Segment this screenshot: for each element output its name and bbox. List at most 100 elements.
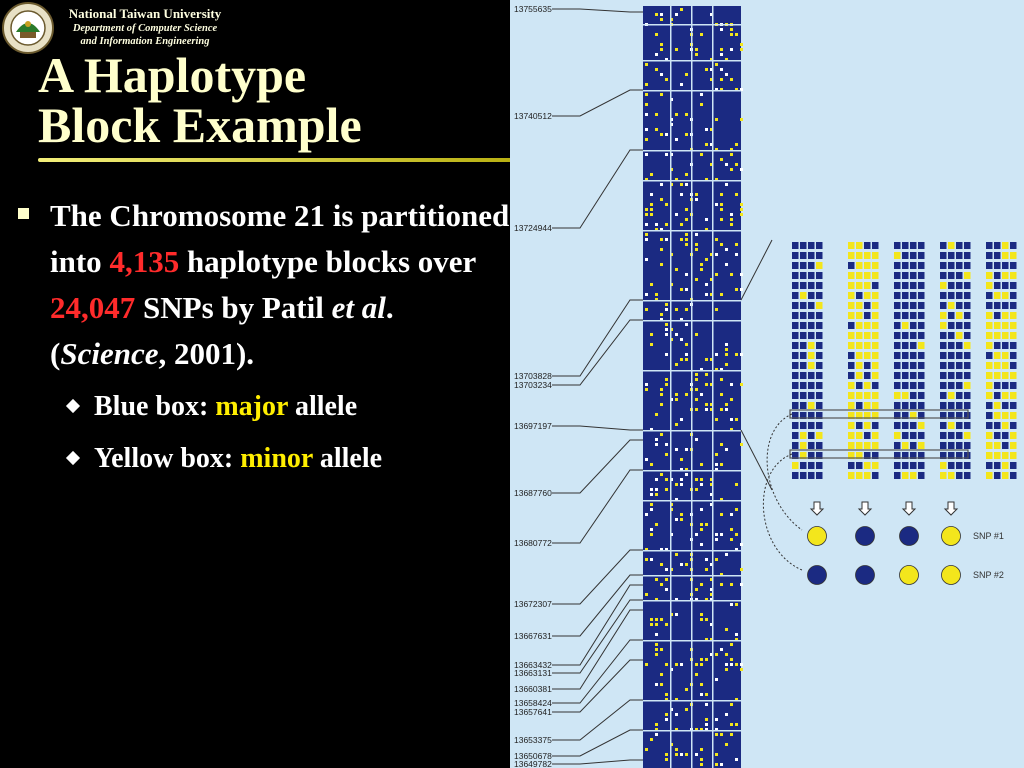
major-allele-box xyxy=(902,252,909,259)
major-allele-box xyxy=(792,312,799,319)
allele-cell xyxy=(730,703,733,706)
sub-bullet-text: Blue box: xyxy=(94,391,216,422)
allele-cell xyxy=(730,528,733,531)
minor-allele-box xyxy=(872,402,879,409)
major-allele-box xyxy=(918,332,925,339)
major-allele-box xyxy=(1010,462,1017,469)
allele-cell xyxy=(660,548,663,551)
allele-cell xyxy=(660,93,663,96)
major-allele-box xyxy=(940,372,947,379)
minor-allele-box xyxy=(872,462,879,469)
allele-cell xyxy=(660,48,663,51)
major-allele-box xyxy=(940,392,947,399)
minor-allele-box xyxy=(994,412,1001,419)
minor-allele-box xyxy=(994,322,1001,329)
major-allele-box xyxy=(808,372,815,379)
major-allele-box xyxy=(894,292,901,299)
minor-allele-box xyxy=(986,282,993,289)
allele-cell xyxy=(685,708,688,711)
allele-cell xyxy=(705,723,708,726)
allele-cell xyxy=(695,533,698,536)
allele-cell xyxy=(675,363,678,366)
allele-cell xyxy=(720,368,723,371)
allele-cell xyxy=(665,238,668,241)
allele-cell xyxy=(665,353,668,356)
allele-cell xyxy=(705,358,708,361)
allele-cell xyxy=(710,478,713,481)
minor-allele-box xyxy=(1010,372,1017,379)
major-allele-box xyxy=(940,242,947,249)
major-allele-box xyxy=(956,322,963,329)
major-allele-circle xyxy=(855,565,875,585)
major-allele-box xyxy=(808,392,815,399)
allele-cell xyxy=(665,698,668,701)
leader-line xyxy=(552,659,643,713)
allele-cell xyxy=(645,63,648,66)
allele-cell xyxy=(660,238,663,241)
major-allele-box xyxy=(948,442,955,449)
major-allele-box xyxy=(918,462,925,469)
major-allele-box xyxy=(918,262,925,269)
leader-line xyxy=(552,729,643,757)
major-allele-box xyxy=(902,242,909,249)
allele-cell xyxy=(740,353,743,356)
minor-allele-box xyxy=(986,322,993,329)
allele-cell xyxy=(655,413,658,416)
major-allele-box xyxy=(792,292,799,299)
allele-cell xyxy=(735,483,738,486)
major-allele-box xyxy=(808,412,815,419)
major-allele-box xyxy=(894,412,901,419)
major-allele-box xyxy=(902,262,909,269)
university-name: National Taiwan University xyxy=(68,6,222,21)
major-allele-box xyxy=(800,332,807,339)
allele-cell xyxy=(665,223,668,226)
allele-cell xyxy=(645,663,648,666)
major-allele-box xyxy=(1010,242,1017,249)
position-label: 13703828 xyxy=(514,371,552,381)
allele-cell xyxy=(685,468,688,471)
major-allele-box xyxy=(948,342,955,349)
minor-allele-box xyxy=(994,452,1001,459)
major-allele-box xyxy=(816,442,823,449)
allele-cell xyxy=(700,523,703,526)
allele-cell xyxy=(710,278,713,281)
minor-allele-box xyxy=(1002,472,1009,479)
major-allele-box xyxy=(808,432,815,439)
major-allele-box xyxy=(986,292,993,299)
major-allele-box xyxy=(1010,292,1017,299)
allele-cell xyxy=(715,238,718,241)
major-allele-box xyxy=(808,422,815,429)
allele-cell xyxy=(645,138,648,141)
major-allele-box xyxy=(948,372,955,379)
allele-cell xyxy=(665,203,668,206)
major-allele-box xyxy=(956,282,963,289)
major-allele-box xyxy=(800,402,807,409)
allele-cell xyxy=(715,718,718,721)
position-label: 13672307 xyxy=(514,599,552,609)
allele-cell xyxy=(700,543,703,546)
major-allele-box xyxy=(994,462,1001,469)
major-allele-box xyxy=(948,452,955,459)
allele-cell xyxy=(740,208,743,211)
allele-cell xyxy=(715,533,718,536)
allele-cell xyxy=(740,543,743,546)
bullet-text: haplotype blocks over xyxy=(179,244,477,279)
allele-cell xyxy=(730,78,733,81)
minor-allele-box xyxy=(894,432,901,439)
major-allele-box xyxy=(948,312,955,319)
minor-allele-box xyxy=(910,412,917,419)
minor-allele-box xyxy=(856,432,863,439)
allele-cell xyxy=(675,48,678,51)
minor-allele-box xyxy=(872,252,879,259)
allele-cell xyxy=(665,568,668,571)
allele-cell xyxy=(725,248,728,251)
major-allele-box xyxy=(948,352,955,359)
allele-cell xyxy=(665,323,668,326)
allele-cell xyxy=(740,43,743,46)
allele-cell xyxy=(695,388,698,391)
minor-allele-box xyxy=(848,402,855,409)
major-allele-box xyxy=(902,382,909,389)
major-allele-box xyxy=(994,312,1001,319)
minor-allele-box xyxy=(872,302,879,309)
major-allele-box xyxy=(902,402,909,409)
